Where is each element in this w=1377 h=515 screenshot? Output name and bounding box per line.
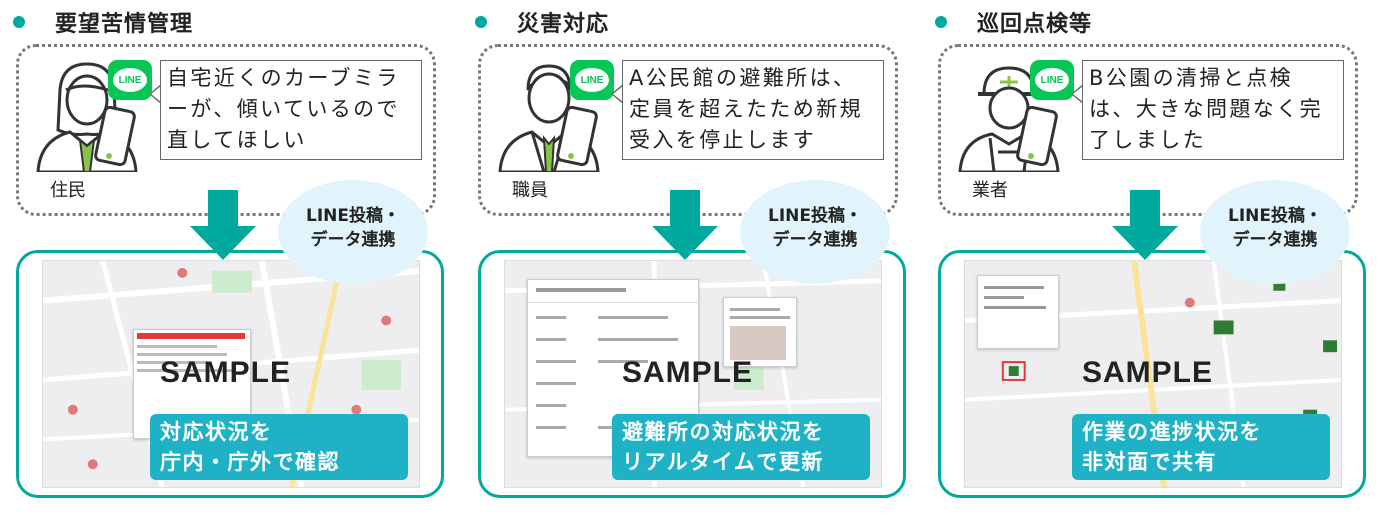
caption-line1: 作業の進捗状況を (1082, 420, 1262, 444)
column-complaints: 要望苦情管理 LINE 住民 自宅近くのカーブミラーが、傾いているので直してほし… (10, 0, 455, 515)
down-arrow-icon (652, 190, 718, 260)
sample-watermark: SAMPLE (160, 356, 292, 389)
section-title: 要望苦情管理 (55, 12, 194, 37)
caption-line2: 庁内・庁外で確認 (160, 450, 340, 474)
caption-line1: 対応状況を (160, 420, 273, 444)
caption-line2: リアルタイムで更新 (622, 450, 824, 474)
badge-text: LINE投稿・ データ連携 (1228, 206, 1322, 250)
bullet-dot (475, 16, 487, 28)
section-title: 巡回点検等 (977, 12, 1093, 37)
section-header: 巡回点検等 (932, 6, 1092, 38)
speech-bubble: A公民館の避難所は、定員を超えたため新規受入を停止します (622, 60, 884, 160)
badge-cloud (1200, 180, 1350, 284)
result-caption: 対応状況を 庁内・庁外で確認 (150, 414, 408, 480)
down-arrow-icon (190, 190, 256, 260)
line-app-icon: LINE (1030, 60, 1074, 100)
speech-bubble: 自宅近くのカーブミラーが、傾いているので直してほしい (160, 60, 422, 160)
section-header: 要望苦情管理 (10, 6, 193, 38)
sample-watermark: SAMPLE (622, 356, 754, 389)
down-arrow-icon (1112, 190, 1178, 260)
result-caption: 避難所の対応状況を リアルタイムで更新 (612, 414, 870, 480)
smartphone-icon (556, 106, 598, 167)
role-label: 業者 (972, 180, 1008, 201)
column-inspection: 巡回点検等 LINE 業者 B公園の清掃と点検は、大きな問題なく完了しました (932, 0, 1377, 515)
line-app-icon: LINE (108, 60, 152, 100)
role-label: 住民 (50, 180, 86, 201)
smartphone-icon (1016, 106, 1058, 167)
caption-line1: 避難所の対応状況を (622, 420, 825, 444)
speech-bubble: B公園の清掃と点検は、大きな問題なく完了しました (1082, 60, 1344, 160)
result-caption: 作業の進捗状況を 非対面で共有 (1072, 414, 1330, 480)
badge-cloud (740, 180, 890, 284)
role-label: 職員 (512, 180, 548, 201)
smartphone-icon (94, 106, 136, 167)
sample-watermark: SAMPLE (1082, 356, 1214, 389)
column-disaster: 災害対応 LINE 職員 A公民館の避難所は、定員を超えたため新規受入を停止しま… (472, 0, 917, 515)
bullet-dot (13, 16, 25, 28)
badge-text: LINE投稿・ データ連携 (306, 206, 400, 250)
caption-line2: 非対面で共有 (1082, 450, 1217, 474)
section-title: 災害対応 (517, 12, 610, 37)
section-header: 災害対応 (472, 6, 609, 38)
badge-text: LINE投稿・ データ連携 (768, 206, 862, 250)
bullet-dot (935, 16, 947, 28)
badge-cloud (278, 180, 428, 284)
line-app-icon: LINE (570, 60, 614, 100)
